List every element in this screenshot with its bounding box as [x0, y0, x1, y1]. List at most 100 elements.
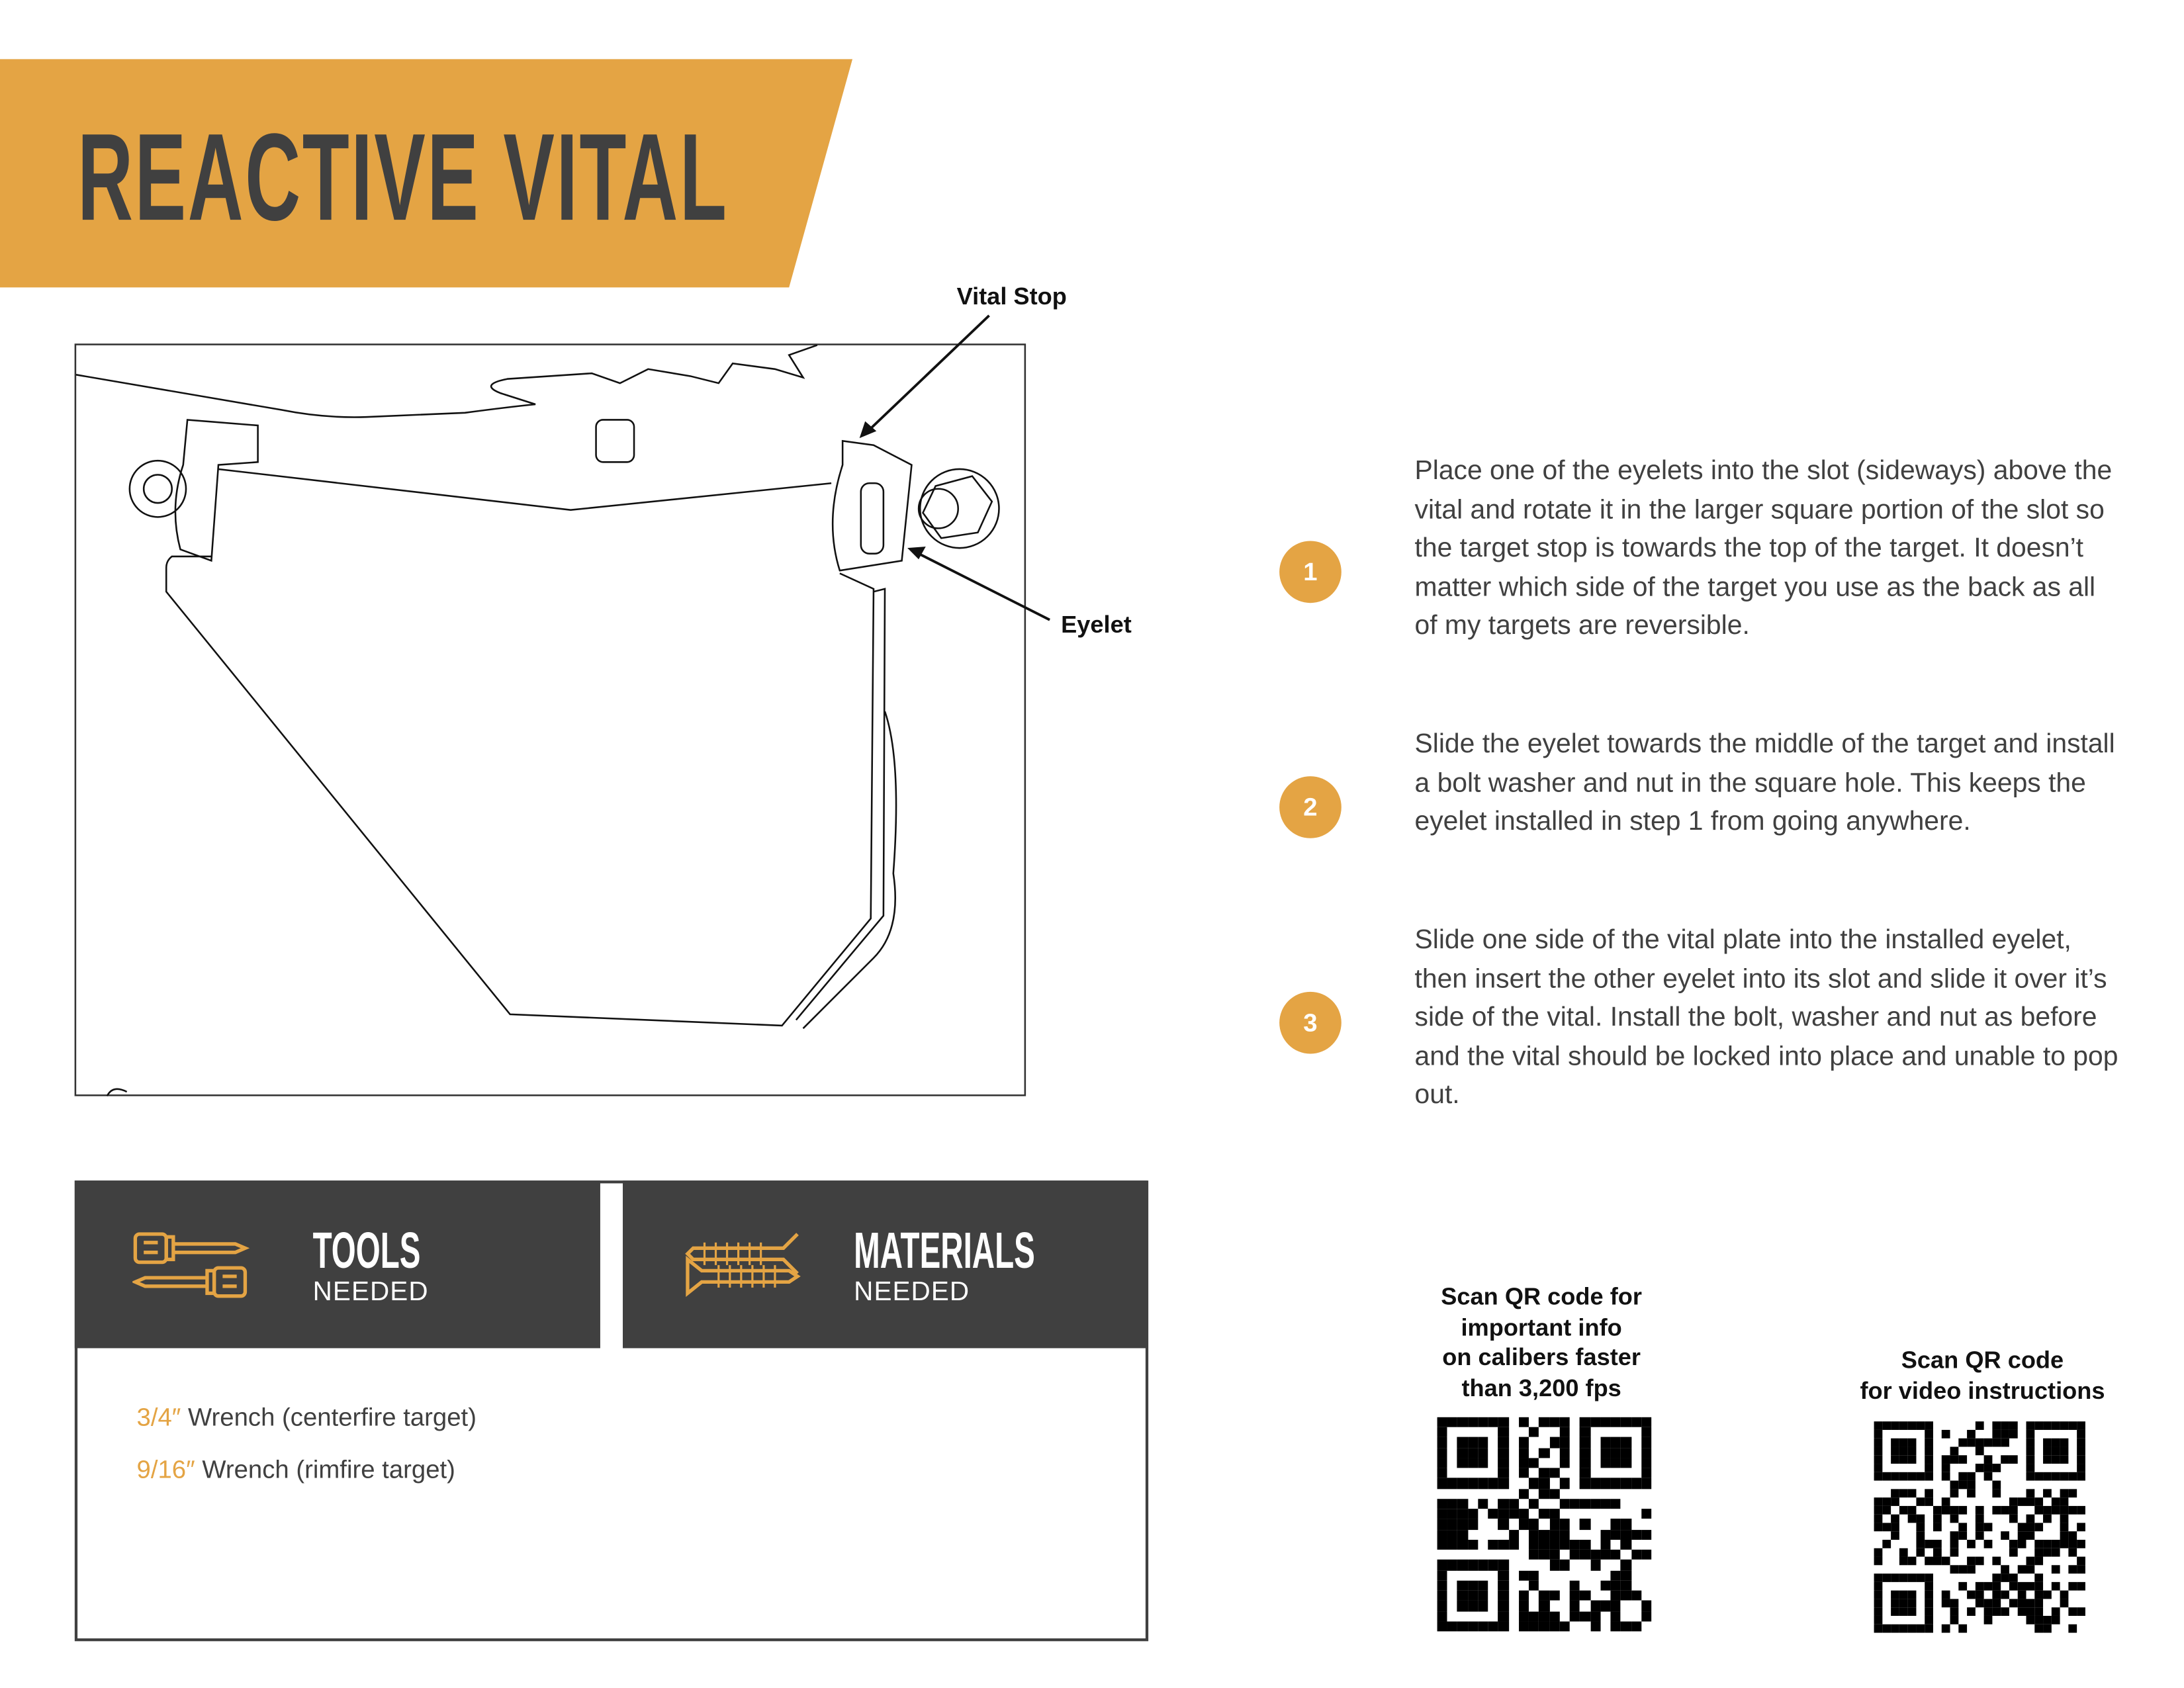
qr-module: [1925, 1472, 1933, 1481]
qr-module: [1610, 1550, 1621, 1560]
qr-module: [1611, 1560, 1621, 1570]
qr-module: [1580, 1437, 1590, 1448]
qr-module: [1916, 1514, 1925, 1523]
qr-module: [2077, 1624, 2085, 1633]
qr-module: [1916, 1582, 1925, 1591]
qr-module: [2018, 1515, 2026, 1523]
qr-module: [2077, 1515, 2085, 1523]
qr-module: [1447, 1489, 1457, 1499]
qr-module: [1925, 1523, 1933, 1531]
qr-module: [1933, 1616, 1942, 1624]
qr-module: [1559, 1601, 1569, 1611]
qr-module: [2052, 1591, 2060, 1599]
qr-module: [1984, 1430, 1993, 1439]
qr-module: [1641, 1489, 1651, 1499]
qr-module: [1488, 1601, 1498, 1611]
qr-module: [1498, 1611, 1509, 1621]
qr-module: [2026, 1446, 2035, 1456]
qr-code-calibers[interactable]: [1437, 1417, 1652, 1632]
qr-module: [1976, 1472, 1984, 1481]
qr-module: [1457, 1529, 1468, 1540]
qr-module: [1580, 1458, 1590, 1468]
qr-module: [1933, 1556, 1942, 1566]
qr-module: [1518, 1437, 1529, 1448]
qr-module: [1467, 1478, 1479, 1489]
nut: [922, 475, 993, 539]
qr-module: [2068, 1505, 2077, 1515]
qr-module: [1925, 1548, 1933, 1557]
qr-module: [2068, 1472, 2077, 1481]
qr-module: [1437, 1519, 1447, 1530]
qr-module: [1631, 1621, 1641, 1632]
qr-module: [1539, 1427, 1549, 1437]
qr-module: [1590, 1580, 1600, 1590]
qr-module: [2060, 1599, 2069, 1608]
qr-module: [1882, 1421, 1891, 1430]
qr-module: [2018, 1616, 2026, 1624]
qr-module: [1907, 1446, 1917, 1456]
qr-module: [1882, 1624, 1891, 1633]
qr-module: [2051, 1615, 2060, 1624]
qr-module: [1874, 1505, 1883, 1515]
qr-module: [2060, 1489, 2069, 1498]
qr-module: [1941, 1599, 1950, 1608]
qr-module: [1984, 1515, 1993, 1523]
qr-module: [2043, 1514, 2052, 1523]
qr-module: [1437, 1560, 1447, 1570]
qr-module: [2068, 1616, 2077, 1624]
qr-module: [1600, 1611, 1610, 1621]
qr-module: [2043, 1497, 2052, 1506]
qr-module: [2052, 1481, 2060, 1489]
qr-module: [1942, 1523, 1950, 1531]
qr-module: [1610, 1611, 1621, 1621]
qr-module: [1590, 1478, 1601, 1489]
qr-module: [2077, 1464, 2085, 1472]
qr-module: [2026, 1540, 2035, 1548]
qr-module: [1916, 1607, 1925, 1616]
qr-module: [1559, 1437, 1570, 1448]
qr-module: [1891, 1574, 1899, 1582]
qr-module: [1975, 1531, 1984, 1540]
qr-module: [1631, 1601, 1641, 1611]
qr-module: [1976, 1430, 1984, 1439]
qr-module: [1478, 1468, 1488, 1478]
qr-module: [1916, 1489, 1925, 1497]
qr-module: [1933, 1472, 1942, 1481]
qr-module: [1975, 1446, 1984, 1456]
qr-module: [2026, 1438, 2035, 1447]
qr-module: [1984, 1497, 1993, 1506]
qr-module: [1457, 1427, 1467, 1437]
qr-module: [1975, 1464, 1984, 1472]
qr-module: [1508, 1591, 1518, 1601]
qr-module: [1467, 1580, 1479, 1591]
qr-module: [2077, 1421, 2085, 1430]
qr-module: [1958, 1523, 1968, 1532]
qr-module: [2051, 1438, 2060, 1447]
qr-code-video[interactable]: [1874, 1421, 2085, 1633]
qr-module: [2017, 1531, 2026, 1540]
qr-module: [1958, 1472, 1968, 1481]
qr-module: [1950, 1523, 1959, 1531]
qr-module: [2026, 1531, 2035, 1540]
qr-module: [1508, 1448, 1518, 1458]
qr-module: [1992, 1565, 2001, 1574]
qr-module: [1488, 1519, 1498, 1529]
qr-module: [1447, 1550, 1457, 1560]
qr-module: [1519, 1550, 1529, 1560]
qr-module: [2017, 1539, 2026, 1548]
qr-module: [1621, 1489, 1631, 1499]
vital-top-edge: [218, 468, 832, 511]
qr-module: [1610, 1519, 1621, 1530]
qr-module: [1992, 1438, 2001, 1447]
qr-module: [1498, 1427, 1509, 1438]
qr-module: [1941, 1429, 1950, 1439]
corner-detail: [106, 1088, 128, 1096]
qr-module: [1600, 1580, 1611, 1591]
qr-module: [1992, 1464, 2001, 1472]
qr-module: [1916, 1523, 1925, 1532]
qr-module: [2051, 1421, 2060, 1430]
qr-module: [2068, 1574, 2077, 1582]
qr-module: [1976, 1574, 1984, 1582]
qr-module: [2034, 1464, 2043, 1472]
qr-module: [2026, 1429, 2035, 1439]
